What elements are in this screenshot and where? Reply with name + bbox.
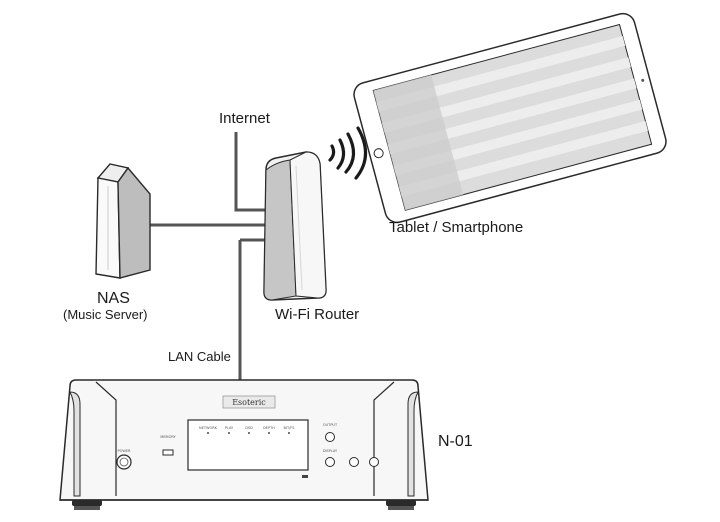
router-label: Wi-Fi Router [275,306,360,323]
lan-cable-line [238,238,265,380]
indicator-bitfs: BIT/FS [284,426,296,430]
brand-logo [222,395,276,409]
wifi-router [263,151,327,301]
power-button [116,454,132,470]
left-knob [349,457,359,467]
usb-label: MEMORY [160,435,176,439]
tablet-label: Tablet / Smartphone [389,219,524,236]
indicator-network: NETWORK [199,426,218,430]
nas-sub-label: (Music Server) [63,307,148,322]
usb-port [162,449,174,456]
output-label: OUTPUT [323,423,338,427]
brand-logo-text: Esoteric [232,398,266,407]
internet-line [234,132,265,212]
display-button [325,457,335,467]
wireless-signal-icon [328,126,368,180]
connection-lines [150,132,268,380]
right-knob [369,457,379,467]
front-display [187,419,309,471]
internet-label: Internet [219,110,270,127]
output-button [325,432,335,442]
nas-label: NAS [97,290,130,307]
n01-network-player: Esoteric NETWORK PLAY DSD DEPTH BIT/FS P… [59,379,429,510]
indicator-depth: DEPTH [263,426,275,430]
nas-device [95,163,151,279]
display-button-label: DISPLAY [323,449,338,453]
power-label: POWER [118,449,132,453]
player-model-label: N-01 [438,433,473,450]
tablet-device [353,12,667,224]
lan-cable-label: LAN Cable [168,349,231,364]
indicator-play: PLAY [225,426,234,430]
indicator-dsd: DSD [245,426,253,430]
